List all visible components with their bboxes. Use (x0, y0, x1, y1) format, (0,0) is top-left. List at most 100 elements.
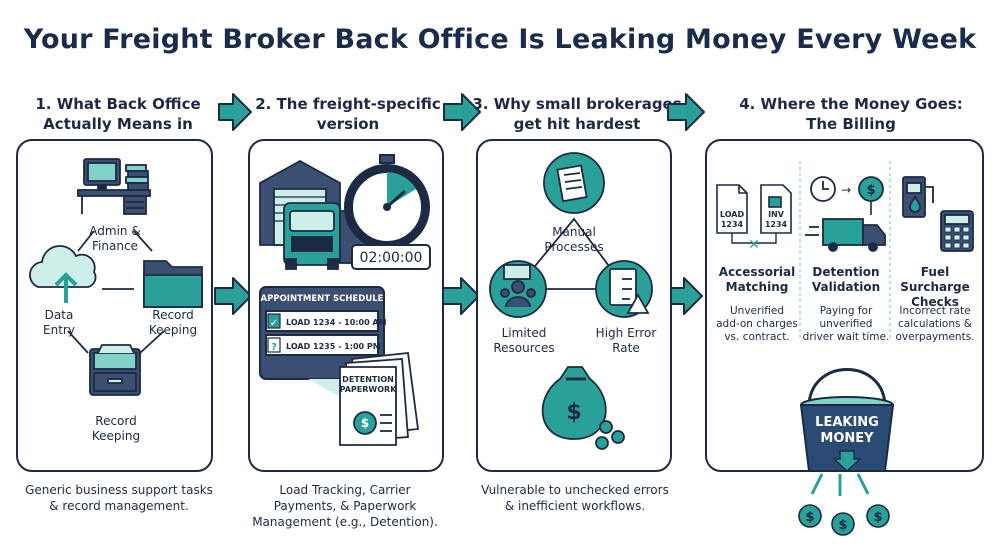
billing-item-1-desc-line1: Unverified (730, 305, 784, 317)
column-3-caption-line1: Vulnerable to unchecked errors (481, 483, 669, 497)
check-icon: ✓ (270, 318, 278, 329)
column-1-caption-line2: & record management. (49, 499, 189, 513)
down-arrow-icon (832, 450, 862, 472)
billing-item-3-desc-line1: Incorrect rate (899, 305, 971, 317)
money-drips: $ $ $ (798, 473, 890, 536)
node-limited-resources: Limited Resources (484, 326, 564, 356)
coin-icon (798, 504, 822, 528)
column-3-caption: Vulnerable to unchecked errors & ineffic… (468, 482, 682, 514)
schedule-row-2: LOAD 1235 - 1:00 PM (286, 342, 381, 351)
node-record-keeping-bottom: Record Keeping (76, 414, 156, 444)
billing-item-2-desc-line1: Paying for (819, 305, 873, 317)
digital-timer-icon (351, 244, 431, 270)
money-bag-icon (541, 366, 625, 450)
node-record-keeping-bottom-line2: Keeping (91, 429, 141, 443)
invoice-document-icon (760, 184, 792, 234)
dollar-icon: $ (566, 400, 581, 425)
node-limited-resources-line1: Limited (501, 326, 547, 340)
fuel-pump-icon (902, 176, 934, 218)
column-1-heading-line1: 1. What Back Office (35, 95, 201, 113)
freight-illustration: 02:00:00 APPOINTMENT SCHEDULE ✓ ? LOAD 1… (259, 154, 431, 446)
node-limited-resources-line2: Resources (493, 341, 555, 355)
billing-item-1-name-line1: Accessorial (718, 265, 796, 279)
dollar-icon: $ (873, 510, 882, 525)
billing-item-2-name-line2: Validation (811, 280, 881, 294)
node-manual-processes: Manual Processes (536, 225, 612, 255)
column-2-heading-line2: version (316, 115, 380, 133)
column-2-caption-line2: Payments, & Paperwork (273, 499, 417, 513)
filing-cabinet-icon (89, 344, 141, 396)
node-data-entry: Data Entry (24, 308, 94, 338)
column-2-heading-line1: 2. The freight-specific (255, 95, 441, 113)
node-record-keeping-bottom-line1: Record (95, 414, 137, 428)
billing-item-2-name: Detention Validation (801, 265, 891, 295)
column-4-heading-line2: The Billing (806, 115, 896, 133)
paperwork-label-line2: PAPERWORK (340, 385, 398, 394)
paperwork-stack-icon (339, 352, 420, 446)
manual-paper-icon (543, 152, 605, 214)
paperwork-label-line1: DETENTION (342, 375, 394, 384)
coin-icon (866, 504, 890, 528)
column-1-caption: Generic business support tasks & record … (14, 482, 224, 514)
column-2-caption: Load Tracking, Carrier Payments, & Paper… (240, 482, 450, 530)
calculator-icon (940, 210, 974, 252)
node-admin-finance-line2: Finance (92, 239, 138, 253)
billing-item-1-desc-line2: add-on charges (716, 318, 798, 330)
doc-load-line1: LOAD (720, 210, 745, 219)
arrow-right-icon (667, 93, 705, 131)
arrow-icon: → (841, 183, 851, 197)
billing-item-3-desc-line3: overpayments. (895, 331, 975, 343)
folder-icon (143, 260, 203, 308)
schedule-row-1: LOAD 1234 - 10:00 AM (286, 318, 387, 327)
column-1-heading-line2: Actually Means in (43, 115, 193, 133)
doc-inv-line1: INV (768, 210, 785, 219)
arrow-right-icon (218, 93, 252, 131)
column-3-heading-line1: 3. Why small brokerages (472, 95, 682, 113)
doc-inv-line2: 1234 (765, 220, 788, 229)
column-2-caption-line3: Management (e.g., Detention). (252, 515, 438, 529)
node-manual-processes-line2: Processes (544, 240, 604, 254)
doc-load-line2: 1234 (721, 220, 744, 229)
cloud-upload-icon (29, 245, 97, 303)
schedule-title: APPOINTMENT SCHEDULE (261, 294, 384, 304)
node-record-keeping-right-line1: Record (152, 308, 194, 322)
node-high-error-rate: High Error Rate (588, 326, 664, 356)
bucket-label-line1: LEAKING (815, 415, 879, 430)
bucket-icon (799, 368, 895, 472)
column-2-heading: 2. The freight-specific version (248, 94, 448, 134)
billing-item-1-name-line2: Matching (725, 280, 789, 294)
node-record-keeping-right: Record Keeping (136, 308, 210, 338)
question-icon: ? (271, 342, 277, 353)
billing-item-1-desc: Unverified add-on charges vs. contract. (713, 305, 801, 344)
billing-item-2-desc: Paying for unverified driver wait time. (801, 305, 891, 344)
node-admin-finance-line1: Admin & (89, 224, 141, 238)
node-admin-finance: Admin & Finance (75, 224, 155, 254)
column-2-caption-line1: Load Tracking, Carrier (279, 483, 411, 497)
column-3-caption-line2: & inefficient workflows. (504, 499, 646, 513)
schedule-board (259, 286, 385, 380)
column-3-heading: 3. Why small brokerages get hit hardest (472, 94, 682, 134)
billing-item-3-desc-line2: calculations & (897, 318, 972, 330)
billing-item-3-name: Fuel Surcharge Checks (886, 265, 984, 310)
node-data-entry-line2: Entry (43, 323, 75, 337)
column-4-heading-line1: 4. Where the Money Goes: (739, 95, 963, 113)
billing-item-2-name-line1: Detention (812, 265, 880, 279)
node-record-keeping-right-line2: Keeping (148, 323, 198, 337)
column-3-heading-line2: get hit hardest (513, 115, 641, 133)
bucket-label-line2: MONEY (820, 431, 874, 446)
back-office-cycle (29, 158, 203, 396)
arrow-right-icon (214, 277, 252, 315)
coin-icon (831, 512, 855, 536)
desk-computer-icon (77, 158, 151, 215)
billing-item-3-name-line2: Checks (911, 295, 959, 309)
node-data-entry-line1: Data (44, 308, 74, 322)
billing-item-2-desc-line2: unverified (819, 318, 873, 330)
billing-item-1-name: Accessorial Matching (713, 265, 801, 295)
arrow-right-icon (443, 93, 481, 131)
brokerage-triangle: $ (489, 152, 653, 450)
timer-display: 02:00:00 (360, 250, 423, 266)
arrow-right-icon (442, 277, 480, 315)
node-high-error-rate-line2: Rate (612, 341, 640, 355)
mismatch-x-icon: ✕ (748, 237, 760, 253)
